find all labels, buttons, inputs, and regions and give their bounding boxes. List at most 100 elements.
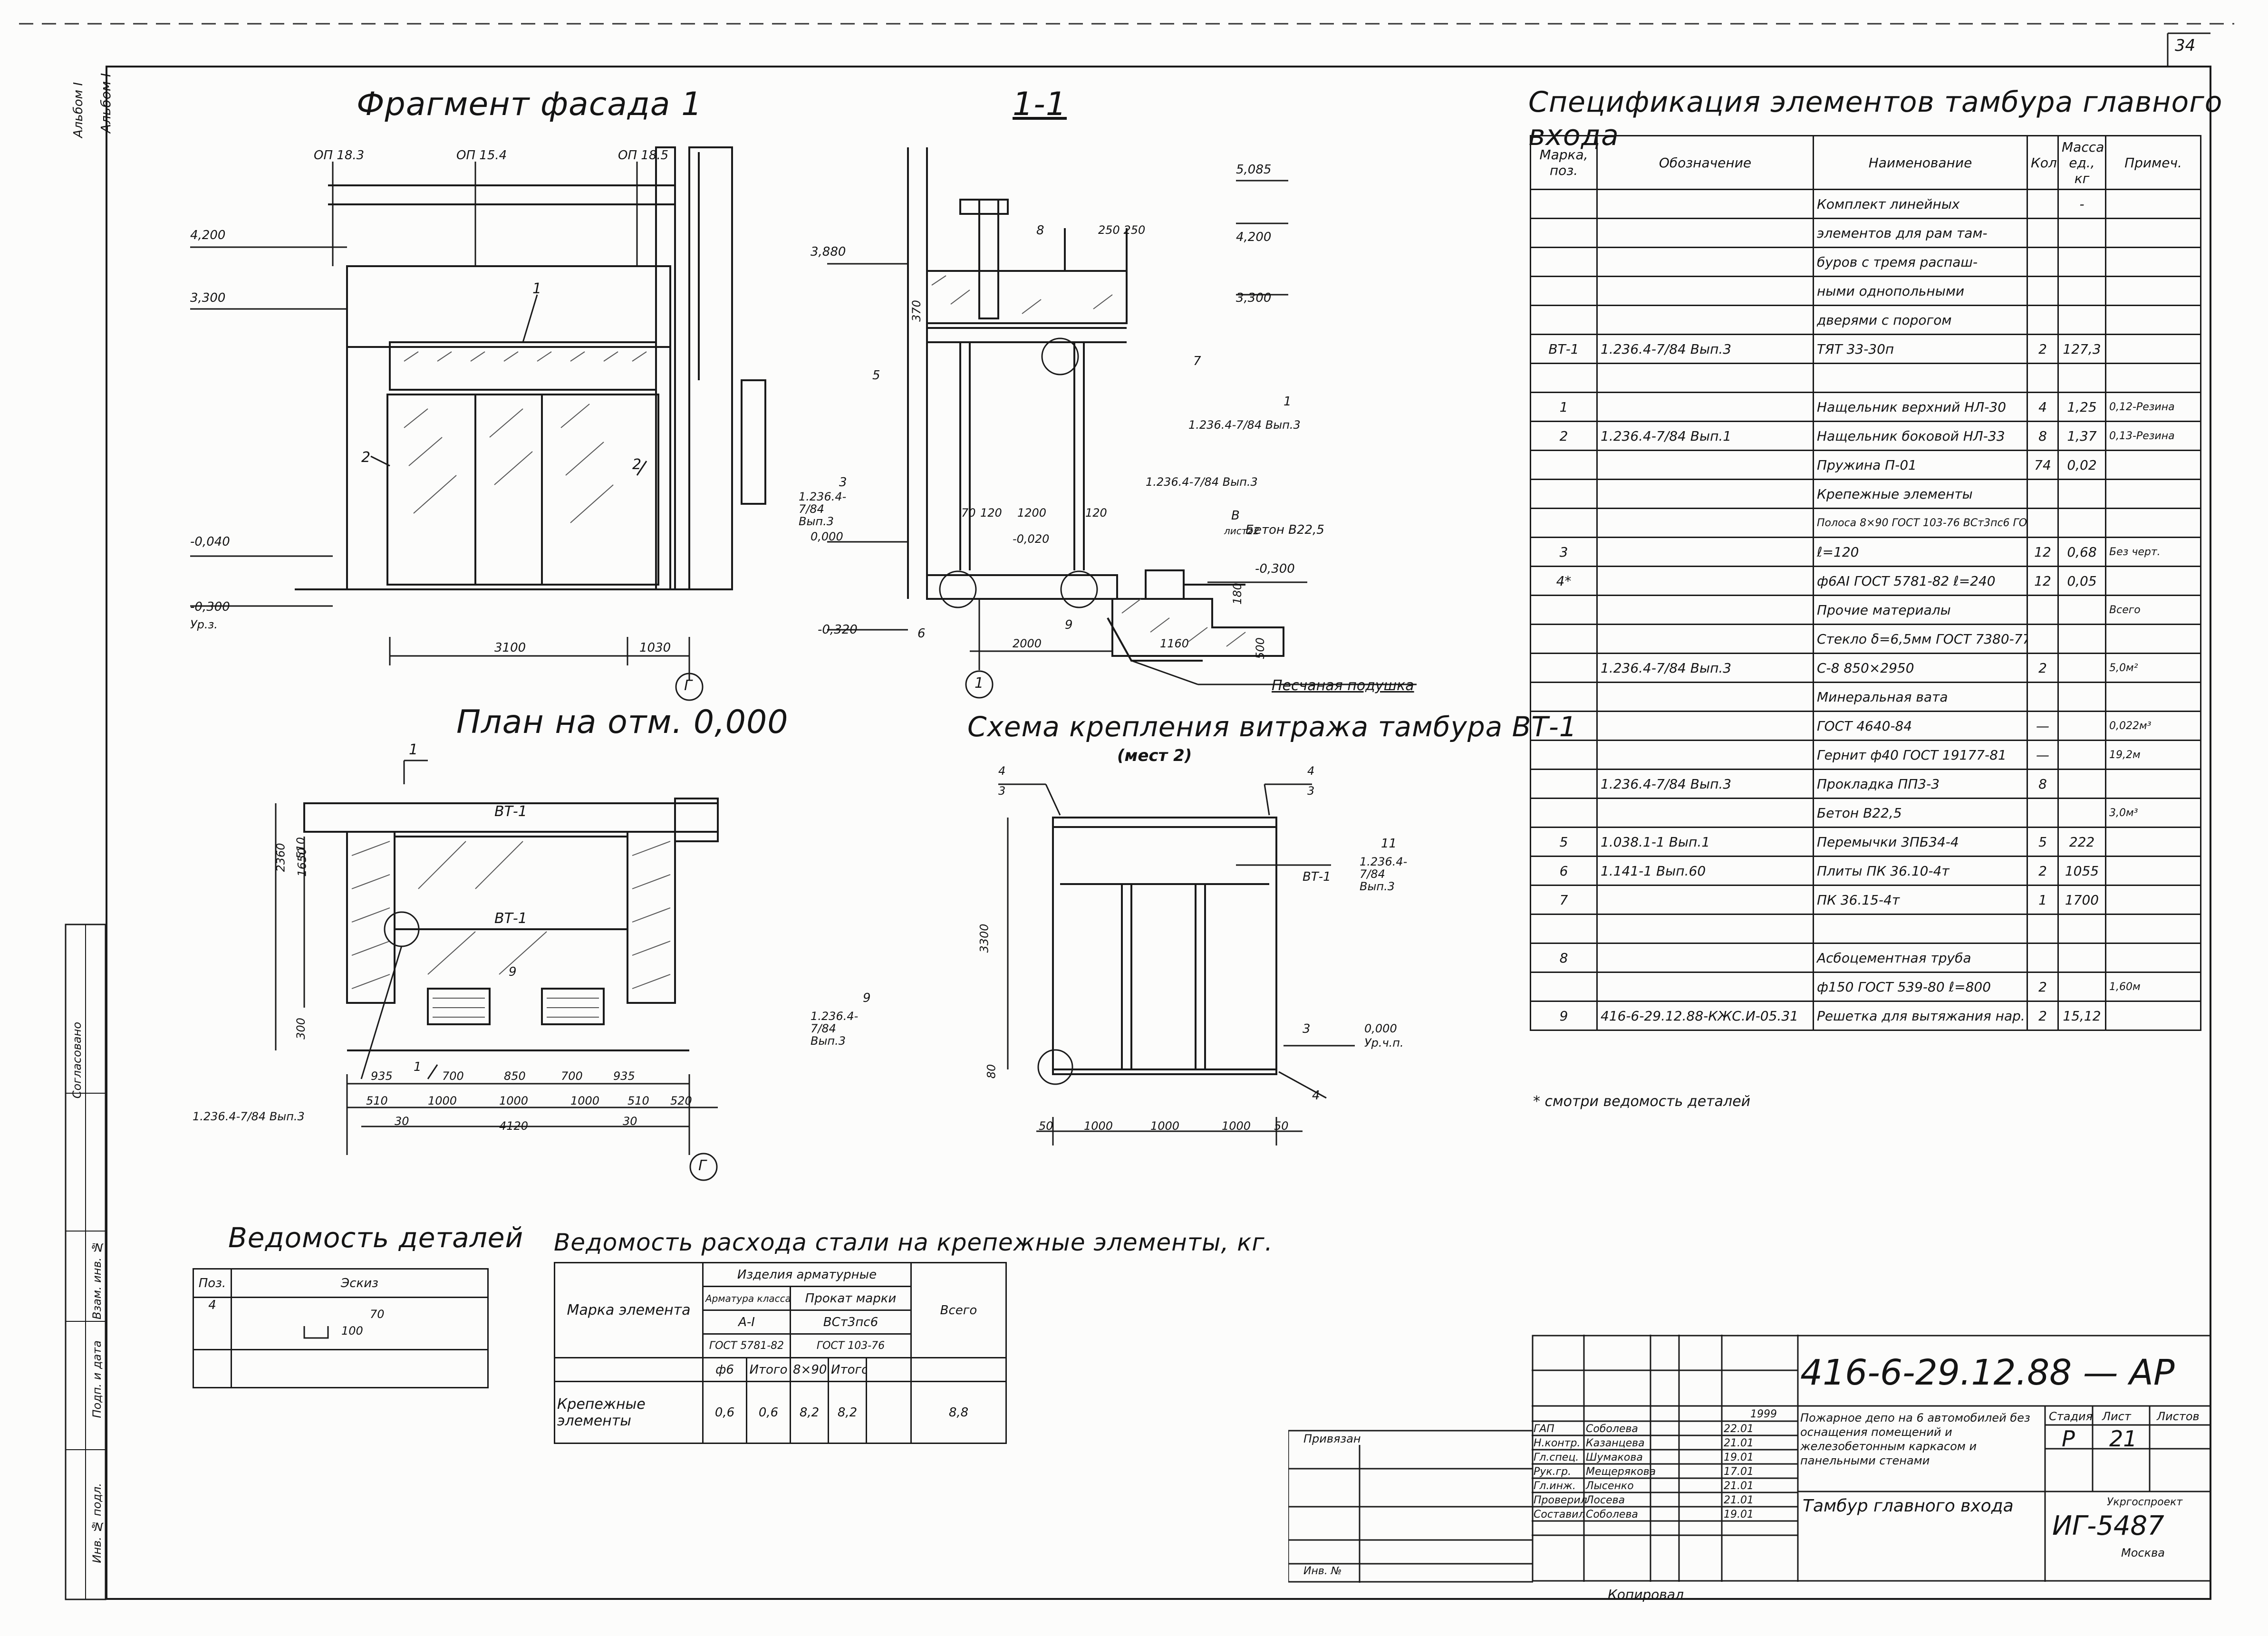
section-label-9: 9 [1065, 618, 1073, 632]
steel-h-rolled: Прокат марки [790, 1286, 912, 1311]
spec-cell-note [2105, 218, 2201, 248]
album-label: Альбом I [98, 73, 114, 134]
spec-cell-mass: 1,25 [2057, 392, 2106, 422]
stamp-org-small: Укргоспроект [2107, 1496, 2183, 1508]
stamp-copied: Копировал [1608, 1587, 1684, 1602]
spec-cell-mark: 8 [1530, 943, 1598, 973]
facade-dim-1: 3100 [494, 641, 526, 655]
steel-table: Марка элемента Изделия арматурные Всего … [554, 1262, 1007, 1444]
spec-cell-note [2105, 189, 2201, 219]
spec-cell-mass [2057, 914, 2106, 944]
facade-level-1: 4,200 [190, 228, 226, 242]
details-h-sketch: Эскиз [231, 1268, 489, 1298]
spec-cell-mass: 0,02 [2057, 450, 2106, 480]
spec-cell-mark [1530, 218, 1598, 248]
steel-h-blank2 [866, 1357, 912, 1382]
spec-cell-qty [2027, 508, 2059, 538]
spec-cell-designation [1596, 450, 1814, 480]
spec-cell-name: Асбоцементная труба [1813, 943, 2028, 973]
steel-h-gost2: ГОСТ 103-76 [790, 1333, 912, 1358]
spec-cell-designation: 1.141-1 Вып.60 [1596, 856, 1814, 886]
scheme-level: 0,000 [1364, 1022, 1397, 1035]
title-block-grid [1532, 1335, 2211, 1582]
spec-cell-name: Прокладка ПП3-3 [1813, 769, 2028, 799]
plan-dim-510a: 510 [366, 1094, 388, 1107]
scheme-dim-1000b: 1000 [1150, 1119, 1180, 1133]
plan-dim-1000a: 1000 [428, 1094, 457, 1107]
spec-cell-note: 0,13-Резина [2105, 421, 2201, 451]
spec-cell-name: Пружина П-01 [1813, 450, 2028, 480]
spec-cell-designation [1596, 537, 1814, 567]
spec-cell-designation [1596, 276, 1814, 306]
details-h-pos: Поз. [193, 1268, 232, 1298]
sheet-number: 34 [2175, 36, 2196, 55]
spec-cell-note [2105, 769, 2201, 799]
steel-h-rebar: Арматура класса [702, 1286, 791, 1311]
spec-row: Комплект линейных- [1530, 189, 2201, 219]
spec-cell-name [1813, 914, 2028, 944]
spec-cell-mass: 1055 [2057, 856, 2106, 886]
steel-h-plate: 8×90 [790, 1357, 829, 1382]
stamp-privyazan: Привязан [1303, 1432, 1361, 1445]
plan-dim-520: 520 [670, 1094, 692, 1107]
spec-cell-name: Минеральная вата [1813, 682, 2028, 712]
section-label-7: 7 [1193, 354, 1201, 368]
spec-cell-mark [1530, 595, 1598, 625]
section-ref-2: 1.236.4-7/84 Вып.3 [1146, 475, 1258, 489]
spec-cell-qty: 2 [2027, 1001, 2059, 1031]
steel-h-sum2: Итого [828, 1357, 867, 1382]
spec-cell-mark: 4* [1530, 566, 1598, 596]
spec-cell-mass [2057, 247, 2106, 277]
spec-cell-qty: 8 [2027, 769, 2059, 799]
section-level-3: 3,300 [1236, 291, 1272, 305]
section-label-180: 180 [1230, 583, 1244, 605]
stamp-inv: Инв. № [1303, 1565, 1342, 1577]
plan-mark-bt1-a: ВТ-1 [494, 803, 527, 820]
steel-h-blank3 [910, 1357, 1007, 1382]
spec-cell-name: ф150 ГОСТ 539-80 ℓ=800 [1813, 972, 2028, 1002]
spec-cell-qty [2027, 305, 2059, 335]
spec-cell-mark [1530, 711, 1598, 741]
spec-cell-mass: 1,37 [2057, 421, 2106, 451]
plan-ref: 1.236.4-7/84 Вып.3 [193, 1110, 305, 1123]
spec-cell-designation [1596, 798, 1814, 828]
scheme-mark-bt1: ВТ-1 [1303, 870, 1331, 884]
spec-row: Минеральная вата [1530, 682, 2201, 712]
spec-cell-mark [1530, 508, 1598, 538]
spec-cell-name: С-8 850×2950 [1813, 653, 2028, 683]
plan-dim-1000b: 1000 [499, 1094, 529, 1107]
stamp-city: Москва [2121, 1546, 2165, 1559]
spec-cell-qty: 12 [2027, 537, 2059, 567]
details-sketch: 100 70 [231, 1297, 489, 1350]
stamp-role: Гл.инж. [1534, 1480, 1576, 1492]
spec-cell-mass [2057, 682, 2106, 712]
spec-cell-note [2105, 508, 2201, 538]
details-dim-70: 70 [370, 1308, 385, 1321]
spec-cell-mark [1530, 189, 1598, 219]
stamp-name: Соболева [1586, 1509, 1638, 1521]
section-ref-3: 1.236.4-7/84 Вып.3 [799, 490, 847, 528]
steel-v1: 0,6 [702, 1381, 747, 1444]
steel-h-ai: А-I [702, 1309, 791, 1335]
spec-cell-name: ф6АI ГОСТ 5781-82 ℓ=240 [1813, 566, 2028, 596]
plan-dim-30b: 30 [623, 1115, 637, 1128]
plan-dim-935a: 935 [371, 1069, 393, 1083]
plan-dim-4120: 4120 [499, 1119, 529, 1133]
spec-cell-name: Перемычки 3ПБ34-4 [1813, 827, 2028, 857]
details-table: Поз. Эскиз 4 100 70 [193, 1268, 489, 1388]
steel-h-d6: ф6 [702, 1357, 747, 1382]
stamp-date: 22.01 [1724, 1423, 1754, 1435]
facade-level-2: 3,300 [190, 291, 226, 305]
steel-h-mark: Марка элемента [554, 1262, 704, 1358]
plan-title: План на отм. 0,000 [456, 703, 789, 741]
spec-cell-mass: 222 [2057, 827, 2106, 857]
section-label-120a: 120 [980, 506, 1002, 520]
spec-cell-mass [2057, 305, 2106, 335]
scheme-mark-3c: 3 [1303, 1022, 1311, 1036]
spec-cell-designation [1596, 479, 1814, 509]
facade-level-4: -0,300 [190, 600, 230, 614]
spec-row: Гернит ф40 ГОСТ 19177-81—19,2м [1530, 740, 2201, 770]
